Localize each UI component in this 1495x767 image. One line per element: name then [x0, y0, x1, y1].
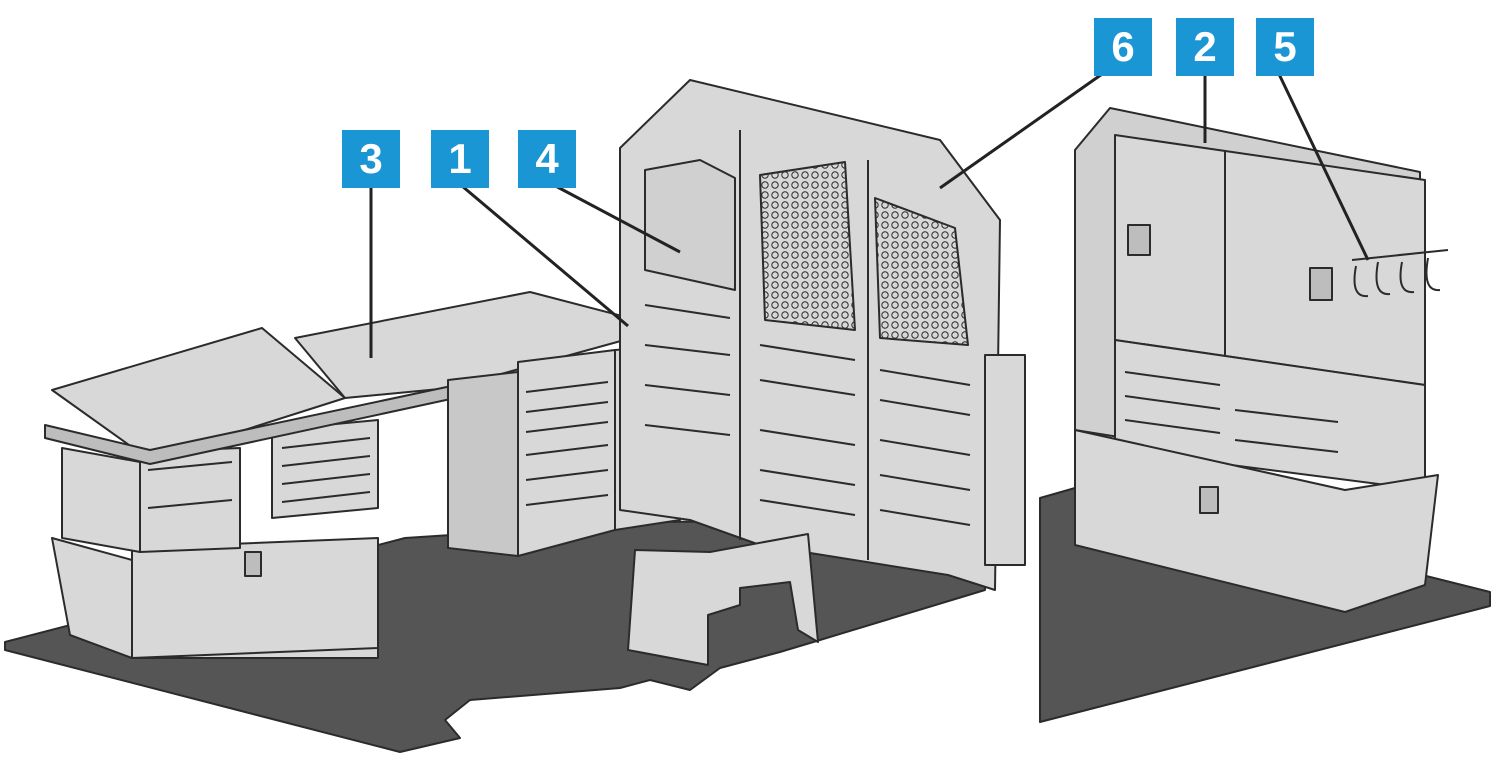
- right-base-bin: [1074, 429, 1439, 613]
- leader-1: [461, 184, 629, 328]
- left-cabinet-bank: [51, 419, 379, 659]
- callout-badge-3: 3: [342, 130, 400, 188]
- step-stool: [627, 533, 819, 666]
- cabinet-latch-left: [1127, 224, 1151, 256]
- partition-window: [644, 159, 736, 291]
- partition-mesh-right: [874, 197, 969, 346]
- leader-lines: [369, 70, 1370, 358]
- callout-badge-6: 6: [1094, 18, 1152, 76]
- leader-5: [1276, 71, 1370, 261]
- partition-mesh-left: [759, 161, 856, 331]
- left-cabinet-side: [61, 447, 141, 553]
- right-base-latch: [1199, 486, 1219, 514]
- side-post: [984, 354, 1026, 566]
- callout-badge-5: 5: [1256, 18, 1314, 76]
- partition-wall: [619, 79, 1001, 591]
- leader-4: [547, 180, 681, 254]
- cabinet-latch-right: [1309, 267, 1333, 301]
- callout-badge-1: 1: [431, 130, 489, 188]
- drawer-cabinet-left: [447, 349, 616, 557]
- storage-cabinet-right: [1074, 107, 1426, 491]
- left-cabinet-base-latch: [244, 551, 262, 577]
- callout-badge-4: 4: [518, 130, 576, 188]
- leader-6: [939, 70, 1106, 190]
- callout-badge-2: 2: [1176, 18, 1234, 76]
